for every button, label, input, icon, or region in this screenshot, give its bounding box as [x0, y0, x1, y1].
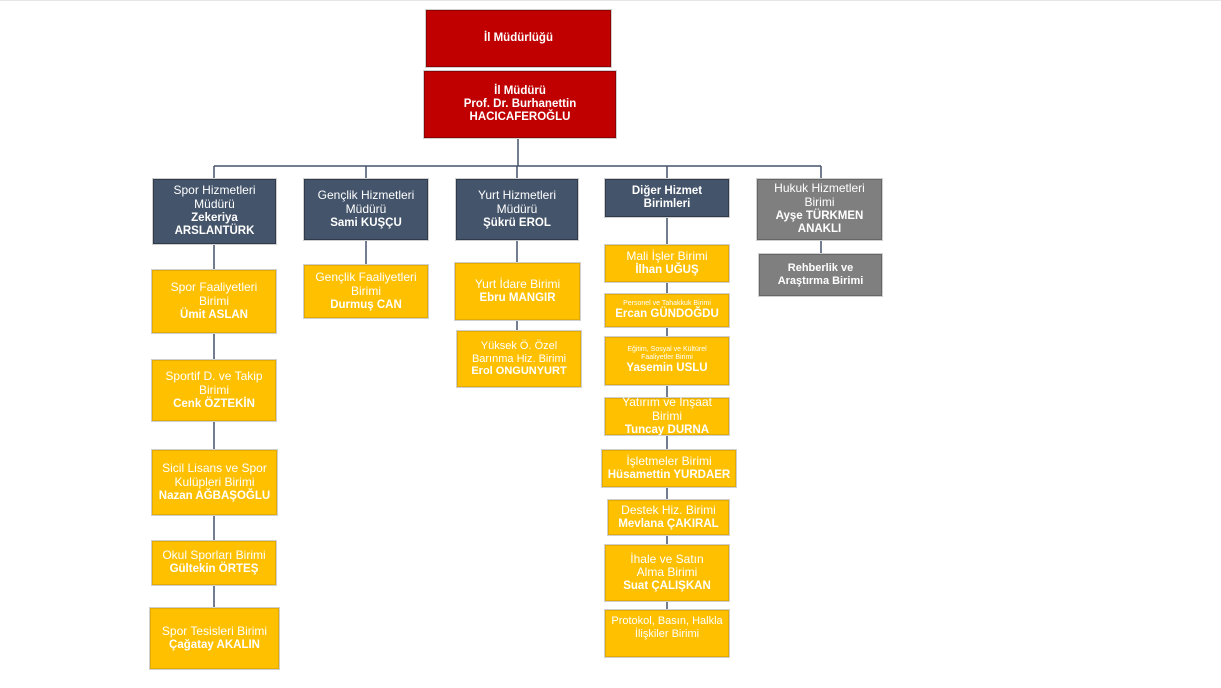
dept-diger-title: Diğer Hizmet Birimleri	[631, 184, 703, 210]
unit-person: Ercan GÜNDOĞDU	[615, 307, 719, 320]
unit-title: Okul Sporları Birimi	[162, 548, 266, 563]
unit-person: Ümit ASLAN	[180, 308, 248, 321]
unit-person: Tuncay DURNA	[624, 423, 710, 436]
dept-genclik-box: Gençlik Hizmetleri Müdürü Sami KUŞÇU	[304, 179, 428, 240]
dept-genclik-name: Sami KUŞÇU	[330, 216, 402, 229]
dept-yurt-name: Şükrü EROL	[483, 216, 551, 229]
dept-hukuk-title: Hukuk Hizmetleri Birimi	[774, 181, 865, 210]
director-name-line2: HACICAFEROĞLU	[469, 111, 571, 124]
unit-title: Gençlik Faaliyetleri Birimi	[315, 270, 417, 298]
unit-title: Personel ve Tahakkuk Birimi	[623, 299, 711, 307]
unit-title: İşletmeler Birimi	[626, 453, 712, 468]
unit-title: Protokol, Basın, Halkla İlişkiler Birimi	[611, 615, 723, 640]
director-box: İl Müdürü Prof. Dr. Burhanettin HACICAFE…	[424, 71, 616, 138]
yurt-unit-box: Yurt İdare Birimi Ebru MANGIR	[455, 263, 580, 320]
unit-title: Spor Tesisleri Birimi	[161, 623, 268, 638]
dept-hukuk-box: Hukuk Hizmetleri Birimi Ayşe TÜRKMEN ANA…	[757, 179, 882, 240]
diger-unit-box: Yatırım ve İnşaat Birimi Tuncay DURNA	[605, 395, 729, 436]
unit-person: Yasemin USLU	[626, 362, 708, 375]
diger-unit-box: Destek Hiz. Birimi Mevlana ÇAKIRAL	[608, 500, 729, 535]
directorate-box: İl Müdürlüğü	[426, 10, 611, 67]
diger-unit-box: Personel ve Tahakkuk Birimi Ercan GÜNDOĞ…	[605, 294, 729, 327]
genclik-unit-box: Gençlik Faaliyetleri Birimi Durmuş CAN	[304, 265, 428, 318]
unit-person: Suat ÇALIŞKAN	[623, 580, 711, 593]
unit-title: Sicil Lisans ve Spor Kulüpleri Birimi	[162, 461, 267, 489]
unit-person: Gültekin ÖRTEŞ	[169, 563, 259, 576]
yurt-unit-box: Yüksek Ö. Özel Barınma Hiz. Birimi Erol …	[457, 331, 581, 387]
dept-spor-title: Spor Hizmetleri Müdürü	[173, 183, 256, 212]
dept-genclik-title: Gençlik Hizmetleri Müdürü	[317, 188, 415, 216]
diger-unit-box: Eğitim, Sosyal ve Kültürel Faaliyetler B…	[605, 337, 729, 385]
unit-person: İlhan UĞUŞ	[635, 263, 699, 276]
unit-title: Yüksek Ö. Özel Barınma Hiz. Birimi	[471, 340, 567, 365]
dept-hukuk-name: Ayşe TÜRKMEN ANAKLI	[775, 210, 864, 236]
spor-unit-box: Spor Faaliyetleri Birimi Ümit ASLAN	[152, 270, 276, 333]
dept-yurt-title: Yurt Hizmetleri Müdürü	[477, 188, 557, 216]
dept-diger-box: Diğer Hizmet Birimleri	[605, 179, 729, 217]
diger-unit-box: Protokol, Basın, Halkla İlişkiler Birimi	[605, 610, 729, 657]
unit-person: Mevlana ÇAKIRAL	[618, 517, 719, 530]
dept-spor-box: Spor Hizmetleri Müdürü Zekeriya ARSLANTÜ…	[153, 179, 276, 244]
unit-person: Çağatay AKALIN	[169, 638, 260, 651]
spor-unit-box: Sicil Lisans ve Spor Kulüpleri Birimi Na…	[152, 450, 277, 515]
unit-person: Durmuş CAN	[330, 298, 402, 311]
spor-unit-box: Sportif D. ve Takip Birimi Cenk ÖZTEKİN	[152, 360, 276, 421]
unit-person: Nazan AĞBAŞOĞLU	[158, 489, 271, 502]
diger-unit-box: İhale ve Satın Alma Birimi Suat ÇALIŞKAN	[605, 545, 729, 601]
diger-unit-box: İşletmeler Birimi Hüsamettin YURDAER	[602, 450, 736, 487]
hukuk-unit-box: Rehberlik ve Araştırma Birimi	[759, 254, 882, 296]
unit-title: Yatırım ve İnşaat Birimi	[622, 395, 712, 423]
spor-unit-box: Okul Sporları Birimi Gültekin ÖRTEŞ	[152, 541, 276, 585]
unit-title: Eğitim, Sosyal ve Kültürel Faaliyetler B…	[627, 346, 707, 362]
directorate-label: İl Müdürlüğü	[484, 31, 553, 44]
director-title: İl Müdürü	[494, 84, 546, 97]
diger-unit-box: Mali İşler Birimi İlhan UĞUŞ	[605, 245, 729, 282]
unit-title: Sportif D. ve Takip Birimi	[165, 369, 263, 397]
unit-title: Spor Faaliyetleri Birimi	[170, 280, 258, 308]
spor-unit-box: Spor Tesisleri Birimi Çağatay AKALIN	[150, 608, 279, 669]
unit-title: Rehberlik ve Araştırma Birimi	[777, 262, 864, 287]
director-name-line1: Prof. Dr. Burhanettin	[463, 97, 577, 110]
unit-title: İhale ve Satın Alma Birimi	[630, 551, 704, 580]
unit-person: Erol ONGUNYURT	[471, 365, 567, 378]
dept-yurt-box: Yurt Hizmetleri Müdürü Şükrü EROL	[456, 179, 578, 240]
unit-person: Hüsamettin YURDAER	[607, 468, 731, 481]
unit-person: Cenk ÖZTEKİN	[173, 397, 255, 410]
dept-spor-name: Zekeriya ARSLANTÜRK	[174, 212, 255, 238]
unit-person: Ebru MANGIR	[479, 291, 556, 304]
top-divider	[0, 0, 1221, 1]
unit-title: Mali İşler Birimi	[626, 248, 708, 263]
unit-title: Destek Hiz. Birimi	[621, 502, 716, 517]
unit-title: Yurt İdare Birimi	[474, 276, 561, 291]
